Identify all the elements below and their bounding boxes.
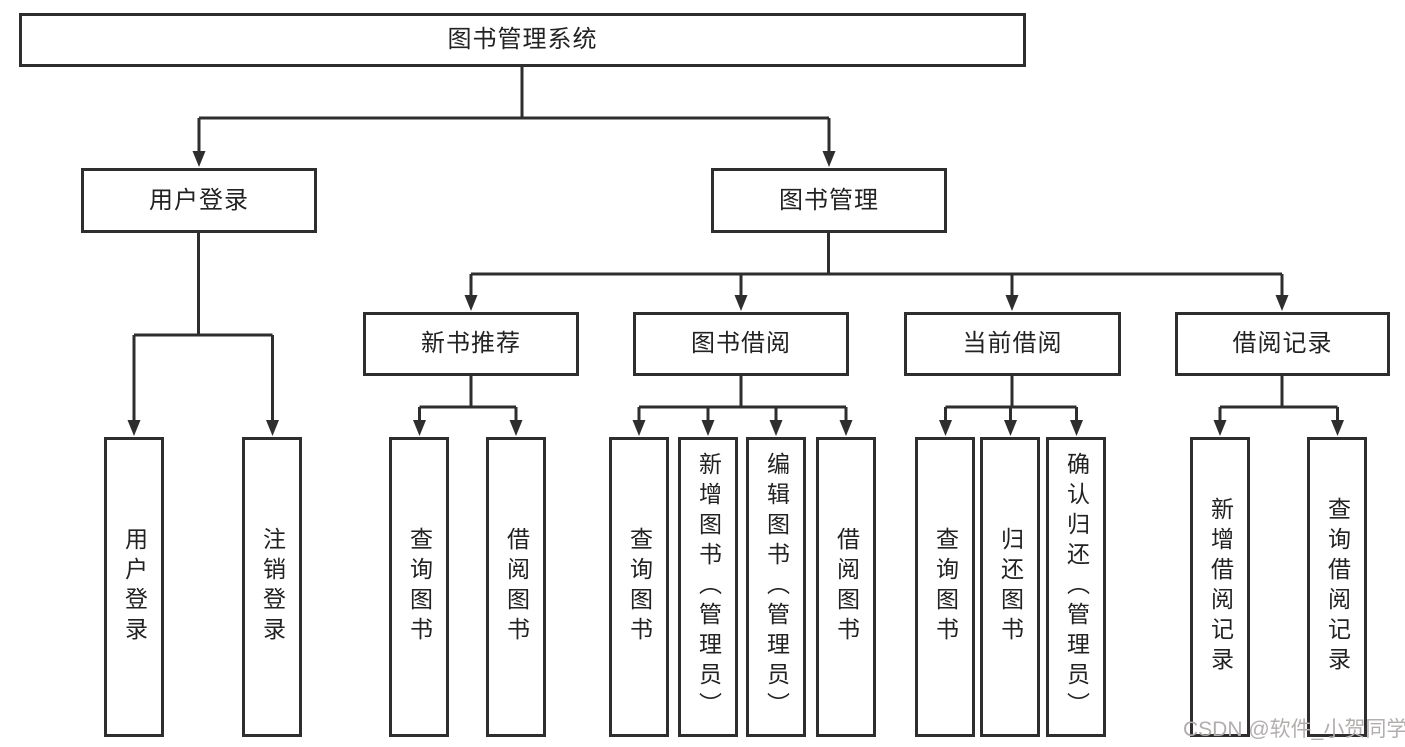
csdn-watermark: CSDN @软件_小贺同学 (1183, 718, 1405, 741)
node-label: 用户登录 (149, 186, 249, 214)
node-label: 借阅记录 (1232, 330, 1333, 357)
leaf-edit-books-admin: 编辑图书（管理员） (746, 437, 806, 737)
leaf-confirm-return-admin: 确认归还（管理员） (1046, 437, 1106, 737)
leaf-borrow-books-recommend: 借阅图书 (486, 437, 546, 737)
node-label: 新书推荐 (421, 330, 521, 357)
leaf-user-login: 用户登录 (104, 437, 164, 737)
node-label: 确认归还（管理员） (1063, 452, 1090, 722)
node-library-management-system: 图书管理系统 (19, 13, 1026, 67)
leaf-add-borrow-record: 新增借阅记录 (1190, 437, 1250, 737)
node-label: 注销登录 (259, 527, 286, 647)
connector-arrowheads (127, 151, 1344, 436)
leaf-logout: 注销登录 (242, 437, 302, 737)
node-current-borrowing: 当前借阅 (904, 312, 1121, 376)
leaf-return-books: 归还图书 (980, 437, 1040, 737)
node-label: 查询图书 (932, 527, 959, 647)
connector-lines (132, 67, 1339, 423)
node-user-login: 用户登录 (81, 168, 317, 233)
leaf-borrow-books: 借阅图书 (816, 437, 876, 737)
node-new-book-recommend: 新书推荐 (363, 312, 579, 376)
node-label: 新增借阅记录 (1207, 497, 1234, 677)
leaf-query-books-borrowing: 查询图书 (609, 437, 669, 737)
node-label: 用户登录 (121, 527, 148, 647)
node-label: 查询图书 (626, 527, 653, 647)
node-book-management: 图书管理 (711, 168, 947, 233)
node-label: 借阅图书 (503, 527, 530, 647)
node-label: 查询图书 (406, 527, 433, 647)
leaf-query-books-current: 查询图书 (915, 437, 975, 737)
node-label: 图书管理系统 (447, 26, 598, 53)
leaf-query-borrow-record: 查询借阅记录 (1307, 437, 1367, 737)
node-label: 查询借阅记录 (1324, 497, 1351, 677)
node-label: 归还图书 (997, 527, 1024, 647)
leaf-add-books-admin: 新增图书（管理员） (678, 437, 738, 737)
node-label: 当前借阅 (962, 330, 1063, 357)
node-label: 编辑图书（管理员） (763, 452, 790, 722)
node-label: 图书管理 (779, 186, 879, 214)
node-book-borrowing: 图书借阅 (633, 312, 849, 376)
node-label: 图书借阅 (691, 330, 791, 357)
node-label: 新增图书（管理员） (695, 452, 722, 722)
node-label: 借阅图书 (833, 527, 860, 647)
node-borrowing-records: 借阅记录 (1175, 312, 1390, 376)
leaf-query-books-recommend: 查询图书 (389, 437, 449, 737)
